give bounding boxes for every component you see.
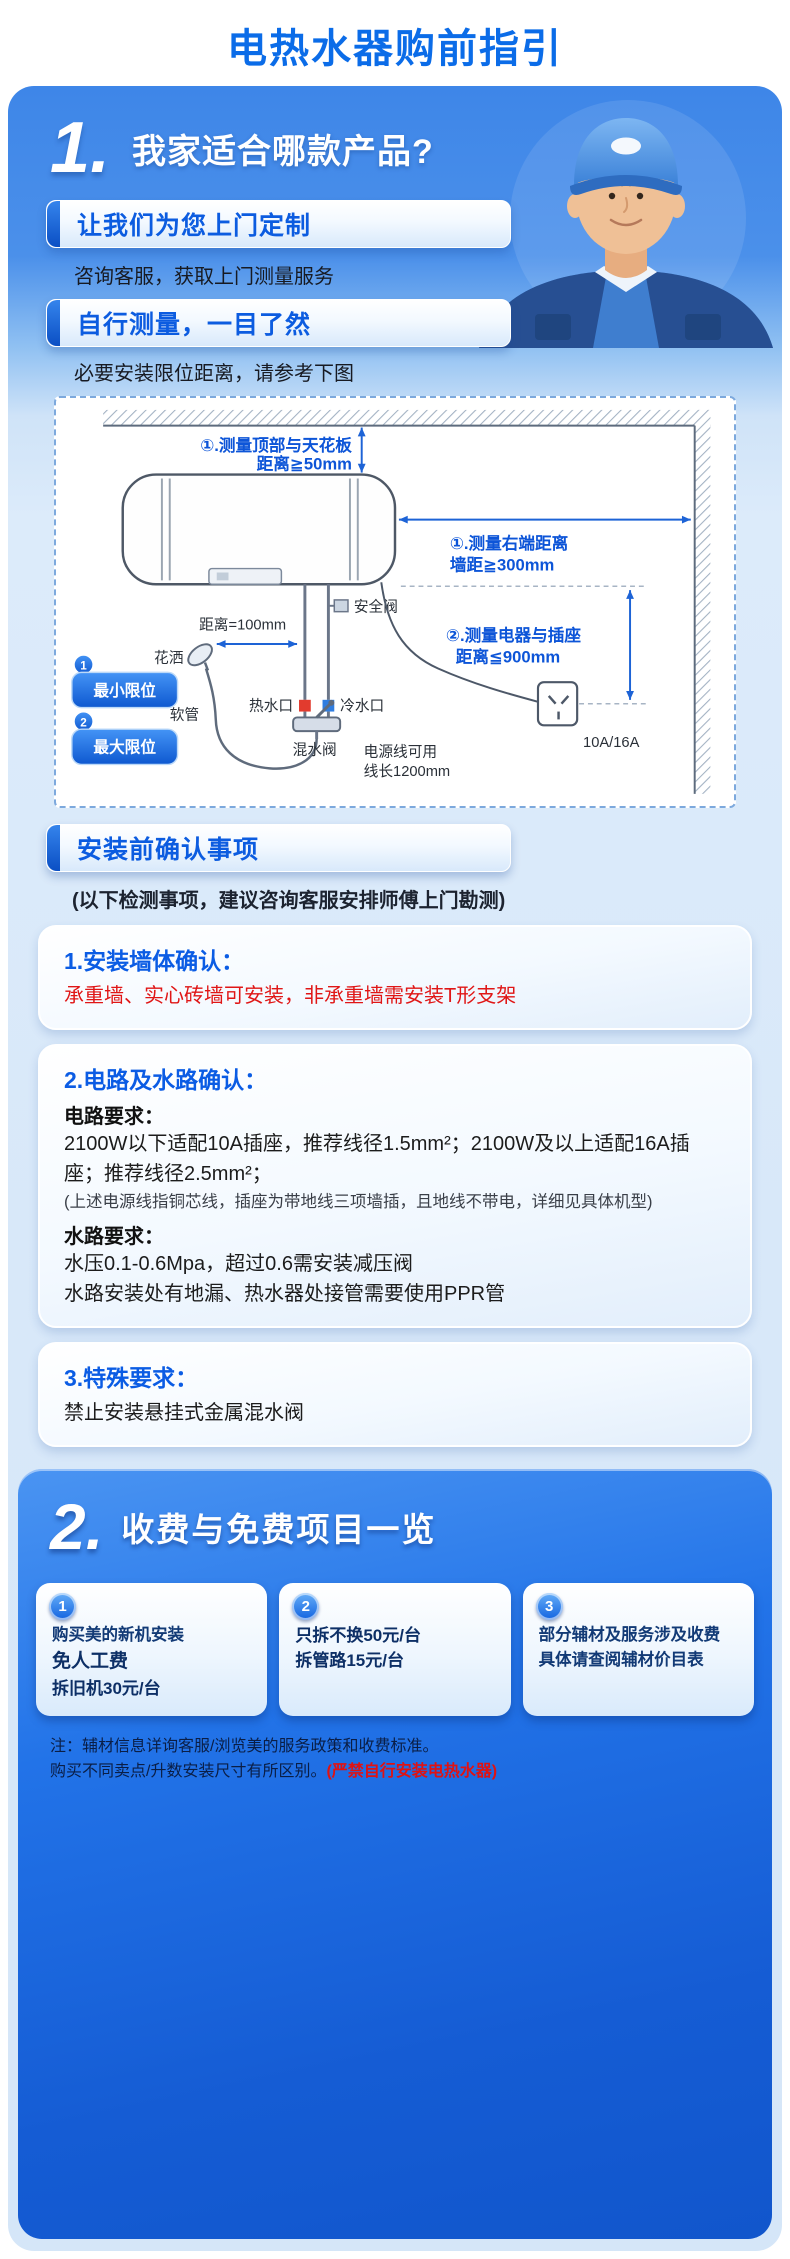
note-line2: 购买不同卖点/升数安装尺寸有所区别。(严禁自行安装电热水器) [50,1759,754,1785]
power-cord [380,582,539,703]
subheader-self-measure-label: 自行测量，一目了然 [77,311,312,339]
water-pipes [303,584,349,700]
section2-header: 2. 收费与免费项目一览 [36,1495,754,1559]
fee-card-removal: 2 只拆不换50元/台 拆管路15元/台 [279,1582,511,1716]
water-req-text1: 水压0.1-0.6Mpa，超过0.6需安装减压阀 [64,1252,413,1275]
page-title: 电热水器购前指引 [227,27,563,71]
fee-card-3-badge: 3 [535,1592,563,1620]
shower-icon [187,643,213,671]
fee-card-2-badge: 2 [292,1592,320,1620]
confirm-card-circuit-water: 2.电路及水路确认： 电路要求： 2100W以下适配10A插座，推荐线径1.5m… [38,1043,752,1328]
legend-min-limit: 1 最小限位 [71,653,179,709]
label-mixer: 混水阀 [293,742,337,759]
label-hose-distance: 距离=100mm [199,616,286,633]
fee-card-2-line1: 只拆不换50元/台 [295,1625,421,1645]
water-heater-tank [121,473,397,586]
hot-port-icon [299,699,311,712]
note-line2-text: 购买不同卖点/升数安装尺寸有所区别。 [50,1763,327,1781]
fee-card-1-line1: 购买美的新机安装 [52,1625,184,1644]
section2-title: 收费与免费项目一览 [121,1510,437,1548]
installation-diagram: ①.测量顶部与天花板 距离≧50mm ①.测量右端距离 墙距≧300mm 安全阀… [71,409,711,794]
section1-number: 1. [50,108,111,188]
special-card-text: 禁止安装悬挂式金属混水阀 [64,1401,304,1424]
confirm-card-special: 3.特殊要求： 禁止安装悬挂式金属混水阀 [38,1341,752,1447]
cap-logo-icon [611,137,641,155]
arrow-ceiling-clearance [357,427,366,473]
electric-req-note: (上述电源线指铜芯线，插座为带地线三项墙插，且地线不带电，详细见具体机型) [64,1192,653,1211]
main-card: 1. 我家适合哪款产品? 让我们为您上门定制 咨询客服，获取上门测量服务 自行测… [8,86,782,2251]
note-line1: 注：辅材信息详询客服/浏览美的服务政策和收费标准。 [50,1737,439,1755]
fee-card-3-line1: 部分辅材及服务涉及收费 [538,1625,721,1644]
self-measure-desc: 必要安装限位距离，请参考下图 [74,363,354,385]
section1-title: 我家适合哪款产品? [132,132,434,171]
fee-card-2-line2: 拆管路15元/台 [295,1651,404,1671]
mixer-valve-icon [292,699,342,739]
legend-max-limit: 2 最大限位 [71,710,179,766]
ceiling-hatch [103,409,711,427]
circuit-card-title: 2.电路及水路确认： [64,1066,268,1093]
wall-card-text: 承重墙、实心砖墙可安装，非承重墙需安装T形支架 [64,984,517,1007]
fee-card-3-line2: 具体请查阅辅材价目表 [538,1650,704,1669]
electric-req-label: 电路要求： [64,1105,164,1128]
technician-photo [443,90,778,348]
arrow-socket-distance [626,590,634,700]
wall-hatch [693,409,711,794]
arrow-hose-distance [216,640,298,648]
label-wall-clearance-line2: 墙距≧300mm [450,555,554,575]
fee-cards: 1 购买美的新机安装 免人工费 拆旧机30元/台 2 只拆不换50元/台 拆管路… [36,1582,754,1716]
subheader-self-measure: 自行测量，一目了然 [46,299,511,347]
electric-req-text: 2100W以下适配10A插座，推荐线径1.5mm²；2100W及以上适配16A插… [64,1132,690,1185]
label-socket-line2: 距离≦900mm [456,647,560,667]
legend-max-label: 最大限位 [93,738,156,757]
section2: 2. 收费与免费项目一览 1 购买美的新机安装 免人工费 拆旧机30元/台 2 … [18,1468,772,2239]
label-outlet-rating: 10A/16A [583,735,640,751]
water-req-text2: 水路安装处有地漏、热水器处接管需要使用PPR管 [64,1282,506,1305]
legend-min-label: 最小限位 [93,681,156,700]
subheader-custom-measure: 让我们为您上门定制 [46,200,511,248]
label-hot-port: 热水口 [249,698,293,715]
safety-valve-icon [333,599,349,613]
label-safety-valve: 安全阀 [354,598,398,616]
label-wall-clearance-line1: ①.测量右端距离 [450,533,568,553]
section2-notes: 注：辅材信息详询客服/浏览美的服务政策和收费标准。 购买不同卖点/升数安装尺寸有… [50,1734,754,1785]
technician-illustration [479,100,773,348]
label-hose: 软管 [170,706,199,723]
fee-card-1-badge: 1 [49,1592,76,1620]
subheader-confirm: 安装前确认事项 [46,823,511,872]
note-line2-warning: (严禁自行安装电热水器) [326,1763,498,1781]
label-top-clearance-line2: 距离≧50mm [257,454,352,474]
technician-cap [570,118,682,195]
legend-min-num: 1 [80,659,87,672]
label-top-clearance-line1: ①.测量顶部与天花板 [200,435,352,455]
fee-card-new-install: 1 购买美的新机安装 免人工费 拆旧机30元/台 [36,1582,268,1716]
label-cord-line2: 线长1200mm [364,763,451,780]
section1-header: 1. 我家适合哪款产品? [8,86,782,186]
label-shower: 花洒 [154,650,184,667]
water-req-label: 水路要求： [64,1225,164,1248]
subheader-custom-measure-label: 让我们为您上门定制 [77,212,312,240]
confirm-card-wall: 1.安装墙体确认： 承重墙、实心砖墙可安装，非承重墙需安装T形支架 [38,924,752,1030]
label-cord-line1: 电源线可用 [364,744,437,761]
fee-card-1-line3: 拆旧机30元/台 [52,1679,161,1699]
outlet-icon [536,681,579,727]
installation-diagram-box: ①.测量顶部与天花板 距离≧50mm ①.测量右端距离 墙距≧300mm 安全阀… [54,396,736,808]
shower-hose [204,668,318,770]
label-socket-line1: ②.测量电器与插座 [446,625,581,645]
fee-card-1-line2: 免人工费 [52,1650,129,1672]
confirm-note: (以下检测事项，建议咨询客服安排师傅上门勘测) [72,889,506,912]
wall-card-title: 1.安装墙体确认： [64,947,245,974]
legend-max-num: 2 [80,716,87,729]
custom-measure-desc: 咨询客服，获取上门测量服务 [74,266,334,288]
label-cold-port: 冷水口 [340,698,384,715]
fee-card-materials: 3 部分辅材及服务涉及收费 具体请查阅辅材价目表 [522,1582,754,1716]
arrow-wall-clearance [398,515,691,524]
section2-number: 2. [50,1490,104,1563]
special-card-title: 3.特殊要求： [64,1364,199,1391]
subheader-confirm-label: 安装前确认事项 [77,835,260,864]
